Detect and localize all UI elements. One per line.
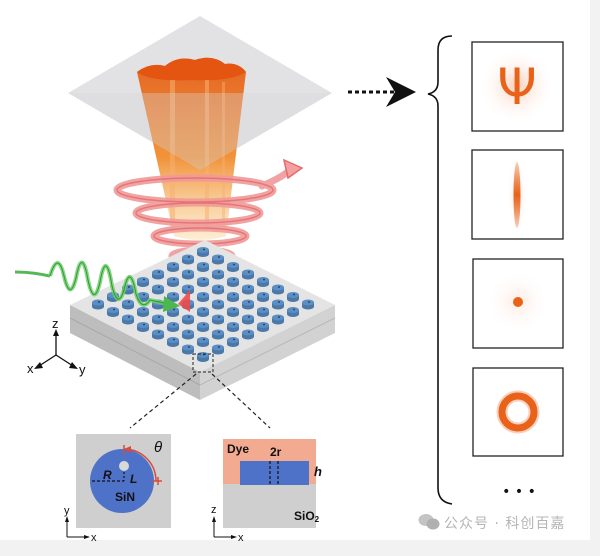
nanopillar bbox=[182, 329, 194, 340]
nanopillar bbox=[302, 299, 314, 310]
helix-tip-icon bbox=[178, 290, 190, 312]
nanopillar bbox=[167, 262, 179, 272]
label-h: h bbox=[314, 464, 322, 479]
nanopillar-array bbox=[92, 247, 314, 362]
nanopillar bbox=[167, 277, 179, 287]
nanopillar bbox=[257, 292, 269, 302]
pattern-box-psi: Ψ bbox=[471, 41, 564, 132]
nanopillar bbox=[152, 284, 164, 295]
nanopillar bbox=[182, 344, 194, 355]
nanopillar bbox=[227, 307, 239, 317]
label-theta: θ bbox=[154, 439, 162, 456]
nanopillar bbox=[197, 292, 209, 302]
nanopillar bbox=[137, 277, 149, 287]
nanopillar bbox=[107, 307, 119, 317]
nanopillar bbox=[227, 337, 239, 347]
more-patterns-ellipsis: • • • bbox=[502, 484, 536, 500]
pattern-box-ring bbox=[472, 367, 564, 457]
nanopillar bbox=[242, 269, 254, 280]
label-sio2: SiO2 bbox=[294, 509, 320, 524]
label-dye: Dye bbox=[227, 442, 249, 456]
inset-top-view bbox=[76, 434, 171, 528]
nanopillar bbox=[242, 329, 254, 340]
nanopillar bbox=[197, 322, 209, 332]
nanopillar bbox=[212, 284, 224, 295]
nanopillar bbox=[137, 307, 149, 317]
nanopillar bbox=[167, 337, 179, 347]
inset-side-axis-x: x bbox=[238, 532, 244, 544]
nanopillar bbox=[272, 314, 284, 325]
nanopillar bbox=[122, 299, 134, 310]
unit-cell-highlight bbox=[192, 353, 214, 373]
inset-side-axis-z: z bbox=[211, 504, 217, 516]
nanopillar bbox=[212, 314, 224, 325]
zoom-line-left bbox=[129, 373, 197, 429]
nanopillar bbox=[152, 329, 164, 340]
nanopillar bbox=[212, 254, 224, 265]
pattern-box-line bbox=[471, 149, 564, 240]
nanopillar bbox=[182, 314, 194, 325]
wechat-icon bbox=[418, 513, 440, 535]
nanopillar bbox=[257, 307, 269, 317]
axis-label-y: y bbox=[79, 362, 86, 377]
nanopillar bbox=[122, 314, 134, 325]
label-R: R bbox=[103, 468, 112, 482]
pattern-box-dot bbox=[472, 258, 564, 349]
nanopillar bbox=[227, 322, 239, 332]
nanopillar bbox=[197, 277, 209, 287]
nanopillar bbox=[212, 329, 224, 340]
nanopillar bbox=[227, 292, 239, 302]
inset-side-axes bbox=[212, 516, 237, 539]
inset-top-axis-x: x bbox=[91, 532, 97, 544]
label-L: L bbox=[130, 472, 137, 486]
pump-wave bbox=[14, 260, 180, 312]
nanopillar bbox=[227, 277, 239, 287]
label-SiN: SiN bbox=[115, 490, 135, 504]
nanopillar bbox=[152, 314, 164, 325]
nanopillar bbox=[182, 284, 194, 295]
nanopillar bbox=[242, 314, 254, 325]
nanopillar bbox=[182, 269, 194, 280]
inset-side-view bbox=[223, 439, 316, 528]
axis-label-z: z bbox=[52, 316, 59, 331]
label-2r: 2r bbox=[270, 445, 282, 459]
main-axes bbox=[34, 329, 78, 369]
curly-brace bbox=[427, 35, 453, 505]
nanopillar bbox=[182, 254, 194, 265]
nanopillar bbox=[242, 299, 254, 310]
nanopillar bbox=[272, 299, 284, 310]
nanopillar bbox=[197, 262, 209, 272]
metasurface-slab bbox=[69, 240, 336, 400]
nanopillar bbox=[212, 269, 224, 280]
nanopillar bbox=[197, 337, 209, 347]
nanopillar bbox=[287, 292, 299, 302]
axis-label-x: x bbox=[27, 361, 34, 376]
inset-top-axes bbox=[65, 516, 90, 539]
nanopillar bbox=[287, 307, 299, 317]
watermark-text: 公众号 · 科创百嘉 bbox=[444, 516, 566, 532]
nanopillar bbox=[227, 262, 239, 272]
nanopillar bbox=[92, 299, 104, 310]
nanopillar bbox=[272, 284, 284, 295]
zoom-line-right bbox=[211, 373, 271, 429]
nanopillar bbox=[152, 269, 164, 280]
psi-pattern-glyph: Ψ bbox=[497, 58, 536, 116]
output-beam bbox=[68, 57, 332, 240]
nanopillar bbox=[257, 322, 269, 332]
nanopillar bbox=[137, 322, 149, 332]
nanopillar bbox=[212, 344, 224, 355]
inset-top-axis-y: y bbox=[64, 505, 70, 517]
nanopillar bbox=[167, 322, 179, 332]
nanopillar bbox=[212, 299, 224, 310]
nanopillar bbox=[197, 247, 209, 257]
nanopillar bbox=[257, 277, 269, 287]
helix-arrow-icon bbox=[282, 158, 304, 180]
nanopillar bbox=[242, 284, 254, 295]
watermark: 公众号 · 科创百嘉 bbox=[418, 513, 565, 535]
nanopillar bbox=[197, 307, 209, 317]
